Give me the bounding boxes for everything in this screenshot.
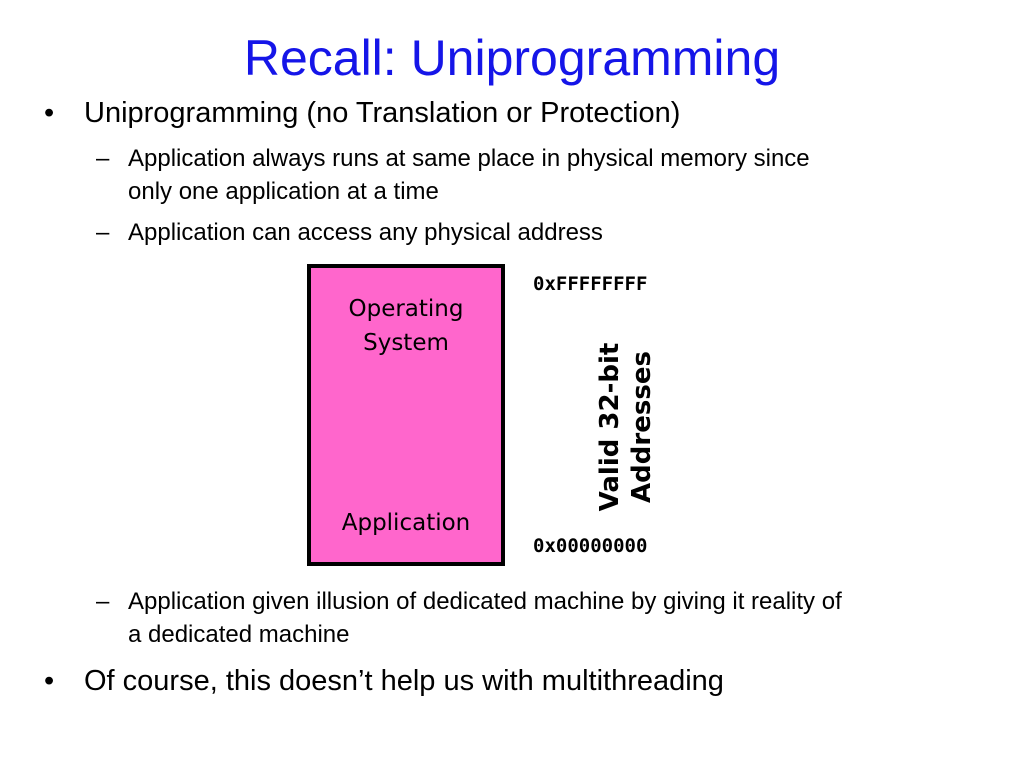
- slide-title: Recall: Uniprogramming: [243, 30, 781, 86]
- physical-memory-box: Operating System Application: [307, 264, 505, 566]
- os-label-line: System: [363, 330, 449, 356]
- bullet-marker: •: [44, 97, 55, 129]
- sub-bullet-marker: –: [96, 219, 110, 246]
- sub-bullet-text: Application given illusion of dedicated …: [128, 588, 842, 615]
- sub-bullet-marker: –: [96, 588, 110, 615]
- range-label-line: Valid 32-bit: [595, 342, 625, 512]
- sub-bullet-text: Application always runs at same place in…: [128, 145, 810, 172]
- operating-system-label: Operating System: [311, 292, 501, 360]
- range-label-line: Addresses: [627, 351, 657, 503]
- bullet-marker: •: [44, 665, 55, 697]
- address-high-label: 0xFFFFFFFF: [533, 273, 648, 295]
- valid-address-range-label: Valid 32-bit Addresses: [594, 317, 658, 537]
- sub-bullet-text-continued: a dedicated machine: [128, 621, 350, 648]
- address-low-label: 0x00000000: [533, 535, 648, 557]
- sub-bullet-text-continued: only one application at a time: [128, 178, 439, 205]
- application-label: Application: [341, 510, 471, 536]
- sub-bullet-marker: –: [96, 145, 110, 172]
- sub-bullet-text: Application can access any physical addr…: [128, 219, 603, 246]
- os-label-line: Operating: [348, 296, 464, 322]
- bullet-text: Uniprogramming (no Translation or Protec…: [84, 97, 681, 129]
- bullet-text: Of course, this doesn’t help us with mul…: [84, 665, 724, 697]
